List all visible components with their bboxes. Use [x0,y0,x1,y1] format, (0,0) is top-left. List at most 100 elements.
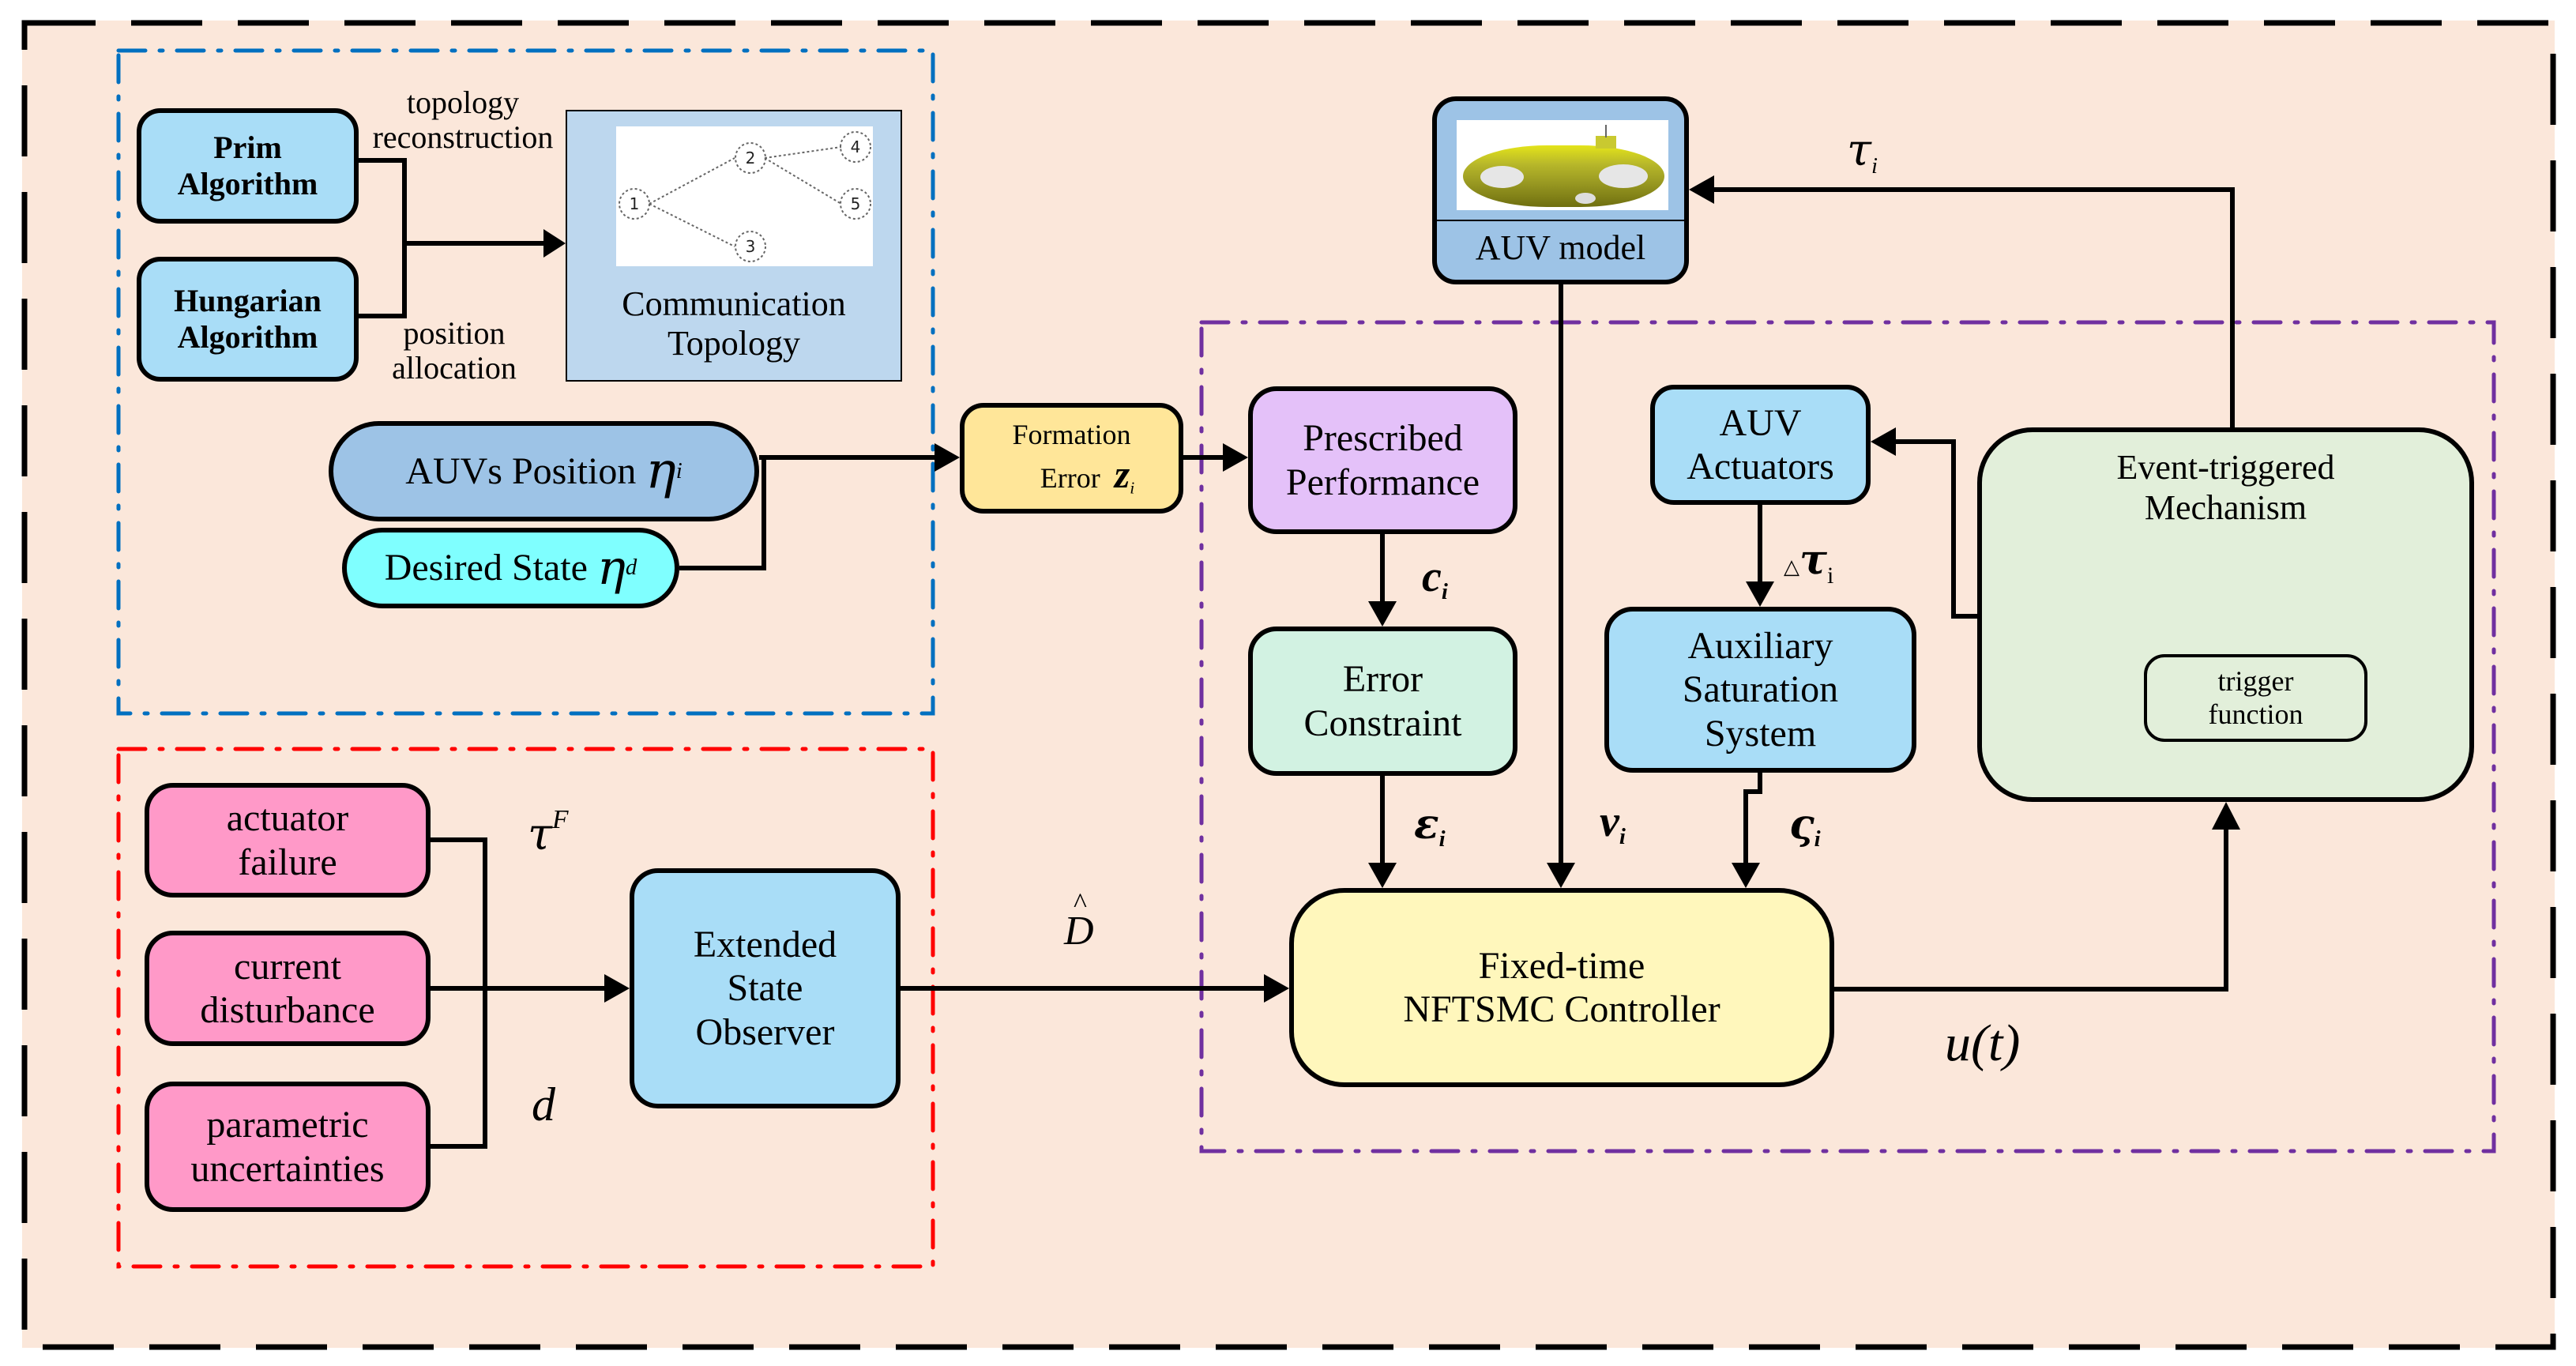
varsigma-subscript: i [1814,826,1821,852]
prescribed-line2: Performance [1285,461,1480,503]
v-subscript: i [1619,824,1626,850]
actuators-line1: AUV [1719,401,1802,444]
tau-subscript: i [1871,153,1878,179]
arrowhead [543,229,566,258]
trigger-line1: trigger [2217,665,2294,698]
auv-antenna [1605,125,1607,137]
auv-tower [1596,136,1616,149]
prim-line1: Prim [213,130,282,165]
tau-symbol: τ [1799,536,1827,584]
actuator-failure-line2: failure [238,841,337,883]
graph-edge [649,203,735,247]
epsilon-subscript: i [1438,826,1446,852]
u-t-label: u(t) [1945,1014,2020,1073]
label-line: topology [406,85,520,120]
error-constraint-line2: Constraint [1303,702,1462,744]
d-symbol: d [532,1078,555,1131]
aux-line3: System [1704,712,1817,754]
label-line: allocation [392,350,517,386]
arrowhead [1732,863,1760,888]
disturbance-group-border [116,747,935,1269]
hungarian-line1: Hungarian [174,283,322,318]
wire-ut [1834,826,2228,992]
wire-tau-i [1713,187,2235,427]
varsigma-i-label: ςi [1789,802,1821,852]
current-disturbance-box: current disturbance [145,931,431,1046]
auv-actuators-box: AUV Actuators [1650,385,1871,505]
comm-topology-line2: Topology [667,324,801,363]
arrowhead [2212,802,2240,830]
event-line2: Mechanism [2144,487,2307,527]
wire-varsigma [1743,773,1762,866]
topology-reconstruction-label: topology reconstruction [360,85,566,155]
prescribed-line1: Prescribed [1303,417,1463,460]
z-symbol: z [1114,451,1130,496]
arrowhead [604,974,630,1003]
z-subscript: i [1130,478,1135,498]
prescribed-performance-box: Prescribed Performance [1248,386,1517,534]
tau-symbol: τ [528,808,552,860]
actuator-failure-line1: actuator [226,797,349,840]
topology-group-border [116,48,935,716]
observer-line1: Extended [693,924,837,966]
d-hat-label: ^ D [1064,887,1094,954]
graph-node-label: 3 [746,237,756,256]
parametric-line2: uncertainties [190,1147,385,1190]
c-symbol: c [1422,552,1442,601]
d-label: d [532,1078,555,1131]
event-line1: Event-triggered [2116,448,2335,487]
desired-state-text: Desired State [384,547,588,589]
graph-node [735,142,766,174]
auv-model-divider [1437,220,1684,221]
graph-node [619,188,650,220]
u-symbol: u [1945,1014,1971,1072]
arrowhead [1746,581,1774,607]
auxiliary-saturation-box: Auxiliary Saturation System [1604,607,1916,773]
graph-node-label: 2 [746,149,756,167]
controller-box: Fixed-time NFTSMC Controller [1289,888,1834,1087]
topology-graph-image: 1 2 3 4 5 [616,126,873,266]
delta-tau-i-label: △τi [1784,537,1833,589]
graph-edge [764,146,842,159]
delta-symbol: △ [1784,555,1799,578]
d-hat-symbol: D [1064,909,1094,954]
wire-actuator-failure [431,837,487,1149]
graph-edge [649,157,735,205]
arrowhead [1223,443,1248,472]
hungarian-algorithm-box: Hungarian Algorithm [137,257,359,382]
auv-model-label: AUV model [1475,228,1646,268]
eta-symbol: η [596,540,626,596]
outer-dashed-border [21,20,2556,1350]
graph-node [735,231,766,262]
hungarian-line2: Algorithm [177,319,318,355]
controller-line1: Fixed-time [1478,944,1645,987]
label-line: reconstruction [372,119,554,155]
tau-i-label: τi [1847,126,1878,179]
c-i-label: ci [1422,552,1448,605]
observer-line3: Observer [695,1010,835,1053]
prim-line2: Algorithm [177,166,318,201]
v-symbol: v [1600,797,1619,846]
arrowhead [1689,175,1714,204]
actuator-failure-box: actuator failure [145,783,431,897]
event-triggered-box: Event-triggered Mechanism [1977,427,2474,802]
formation-line1: Formation [1012,419,1131,451]
comm-topology-line1: Communication [622,284,846,323]
graph-edge [764,157,842,205]
graph-node-label: 5 [851,194,861,213]
eta-symbol: η [645,441,676,500]
aux-line2: Saturation [1682,668,1839,711]
controller-group-border [1199,320,2496,1153]
auv-vehicle-image [1457,120,1668,210]
trigger-function-box: trigger function [2144,654,2367,742]
error-constraint-line1: Error [1342,658,1423,701]
eta-subscript: i [675,457,683,484]
aux-line1: Auxiliary [1687,625,1833,668]
wire-desired-state [679,457,766,570]
parametric-uncertainties-box: parametric uncertainties [145,1082,431,1212]
observer-line2: State [727,967,803,1010]
auvs-position-text: AUVs Position [405,450,637,492]
tau-symbol: τ [1847,125,1871,176]
